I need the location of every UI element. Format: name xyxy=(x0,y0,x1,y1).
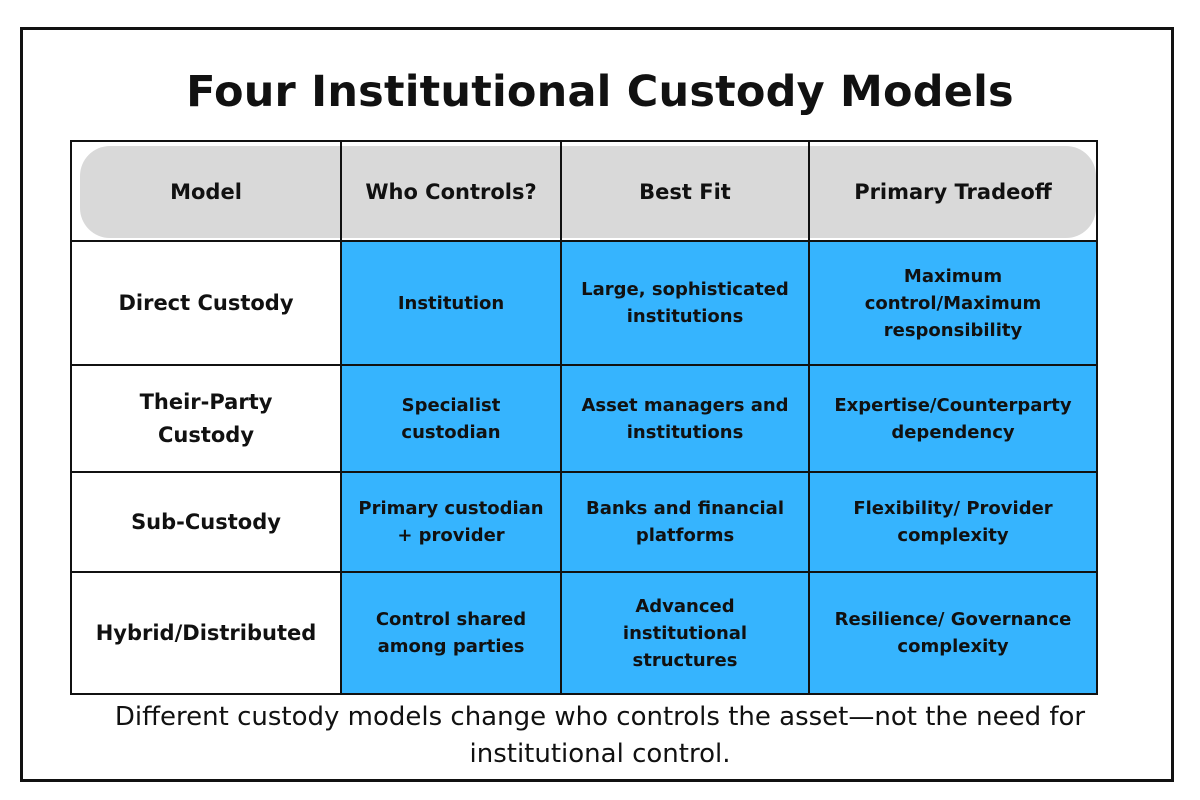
table-cell-subcustody-bestfit: Banks and financial platforms xyxy=(562,473,808,571)
custody-table: Institution Large, sophisticated institu… xyxy=(70,140,1098,695)
table-cell-direct-bestfit: Large, sophisticated institutions xyxy=(562,242,808,364)
column-divider xyxy=(560,142,562,693)
header-text: Primary Tradeoff xyxy=(854,180,1052,204)
table-cell-thirdparty-who: Specialist custodian xyxy=(342,366,560,471)
cell-text: Specialist custodian xyxy=(401,394,501,443)
cell-text: Control shared among parties xyxy=(375,609,527,657)
table-cell-hybrid-tradeoff: Resilience/ Governance complexity xyxy=(810,573,1096,693)
row-label-direct-custody: Direct Custody xyxy=(72,242,340,364)
table-cell-subcustody-who: Primary custodian + provider xyxy=(342,473,560,571)
cell-text: Large, sophisticated institutions xyxy=(581,279,789,327)
column-divider xyxy=(808,142,810,693)
caption: Different custody models change who cont… xyxy=(114,702,1086,769)
cell-text: Advanced institutional structures xyxy=(622,595,748,671)
page-title: Four Institutional Custody Models xyxy=(186,67,1014,117)
cell-text: Expertise/Counterparty dependency xyxy=(834,394,1072,443)
table-cell-thirdparty-tradeoff: Expertise/Counterparty dependency xyxy=(810,366,1096,471)
row-divider xyxy=(72,364,1096,366)
table-cell-direct-tradeoff: Maximum control/Maximum responsibility xyxy=(810,242,1096,364)
cell-text: Flexibility/ Provider complexity xyxy=(853,498,1053,546)
row-label-text: Their-Party Custody xyxy=(139,389,273,447)
cell-text: Maximum control/Maximum responsibility xyxy=(864,265,1042,341)
outer-frame xyxy=(20,27,1174,782)
table-cell-subcustody-tradeoff: Flexibility/ Provider complexity xyxy=(810,473,1096,571)
column-divider xyxy=(340,142,342,693)
table-cell-hybrid-bestfit: Advanced institutional structures xyxy=(562,573,808,693)
row-label-text: Hybrid/Distributed xyxy=(95,620,317,645)
header-model: Model xyxy=(72,142,340,242)
header-primary-tradeoff: Primary Tradeoff xyxy=(810,142,1096,242)
row-label-their-party-custody: Their-Party Custody xyxy=(72,366,340,471)
table-cell-direct-who: Institution xyxy=(342,242,560,364)
cell-text: Banks and financial platforms xyxy=(585,498,785,546)
row-label-text: Direct Custody xyxy=(118,290,294,315)
table-cell-hybrid-who: Control shared among parties xyxy=(342,573,560,693)
header-best-fit: Best Fit xyxy=(562,142,808,242)
header-who-controls: Who Controls? xyxy=(342,142,560,242)
row-label-text: Sub-Custody xyxy=(131,509,281,534)
cell-text: Primary custodian + provider xyxy=(358,498,544,546)
row-divider xyxy=(72,240,1096,242)
cell-text: Asset managers and institutions xyxy=(581,394,789,443)
table-cell-thirdparty-bestfit: Asset managers and institutions xyxy=(562,366,808,471)
header-background xyxy=(80,146,1096,238)
row-label-sub-custody: Sub-Custody xyxy=(72,473,340,571)
header-text: Best Fit xyxy=(639,180,731,204)
row-divider xyxy=(72,471,1096,473)
cell-text: Institution xyxy=(397,292,505,314)
cell-text: Resilience/ Governance complexity xyxy=(834,609,1072,657)
row-divider xyxy=(72,571,1096,573)
row-label-hybrid-distributed: Hybrid/Distributed xyxy=(72,573,340,693)
header-text: Who Controls? xyxy=(365,180,537,204)
header-text: Model xyxy=(170,180,242,204)
